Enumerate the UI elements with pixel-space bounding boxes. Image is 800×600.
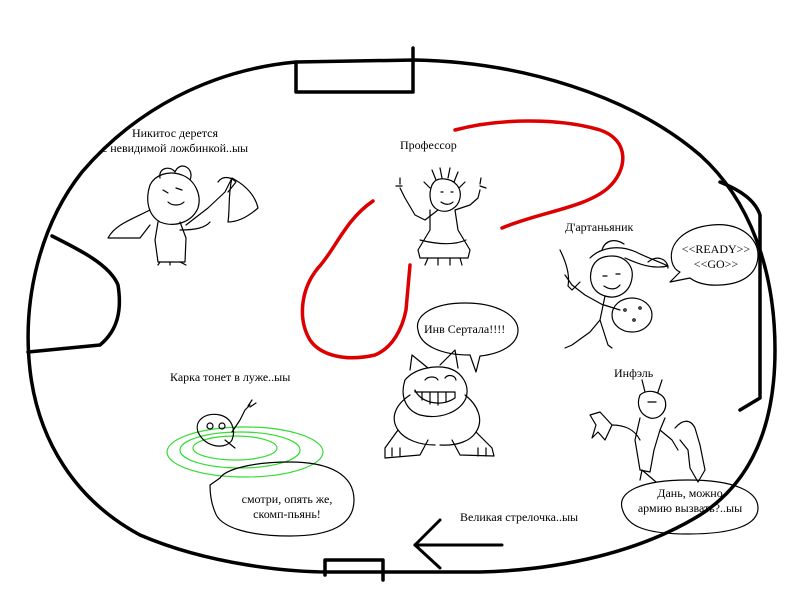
left-gate — [26, 234, 122, 354]
go-text: <<GO>> — [693, 257, 739, 271]
red-trail — [453, 119, 625, 230]
ready-go-bubble — [669, 224, 759, 286]
arrow-caption: Великая стрелочка..ыы — [460, 510, 579, 524]
dartanyan-caption: Д'артаньяник — [565, 220, 634, 234]
professor-caption: Профессор — [400, 138, 457, 152]
infel-figure — [589, 379, 706, 483]
karka-caption: Карка тонет в луже..ыы — [170, 370, 291, 384]
great-arrow — [413, 518, 504, 570]
inv-bubble — [416, 302, 519, 373]
dan-text-line1: Дань, можно — [657, 486, 723, 500]
red-trail-2 — [300, 199, 412, 360]
infel-caption: Инфэль — [614, 366, 654, 380]
nikitos-figure — [107, 165, 259, 266]
karka-figure — [166, 399, 324, 478]
smotri-text-line1: смотри, опять же, — [241, 492, 333, 506]
dan-bubble-tail — [639, 469, 657, 483]
bottom-gate — [323, 558, 385, 582]
top-gate — [294, 46, 415, 94]
right-gate — [718, 180, 762, 412]
ready-text: <<READY>> — [681, 242, 751, 256]
nikitos-caption-line1: Никитос дерется — [131, 126, 219, 140]
smotri-bubble — [209, 461, 355, 537]
professor-figure — [395, 167, 487, 266]
smotri-text-line2: скомп-пьянь! — [253, 507, 321, 521]
nikitos-caption-line2: с невидимой ложбинкой..ыы — [101, 141, 249, 155]
smotri-text: смотри, опять же, скомп-пьянь! — [226, 492, 348, 522]
dan-text-line2: армию вызвать?..ыы — [637, 501, 743, 515]
cat-figure — [384, 349, 495, 459]
arena-outline — [26, 58, 777, 574]
inv-text: Инв Сертала!!!! — [424, 322, 506, 336]
nikitos-caption: Никитос дерется с невидимой ложбинкой..ы… — [95, 126, 255, 156]
dan-text: Дань, можно армию вызвать?..ыы — [628, 486, 752, 516]
dartanyan-figure — [559, 240, 669, 349]
dan-bubble — [620, 479, 759, 535]
ready-go-text: <<READY>> <<GO>> — [680, 242, 752, 272]
